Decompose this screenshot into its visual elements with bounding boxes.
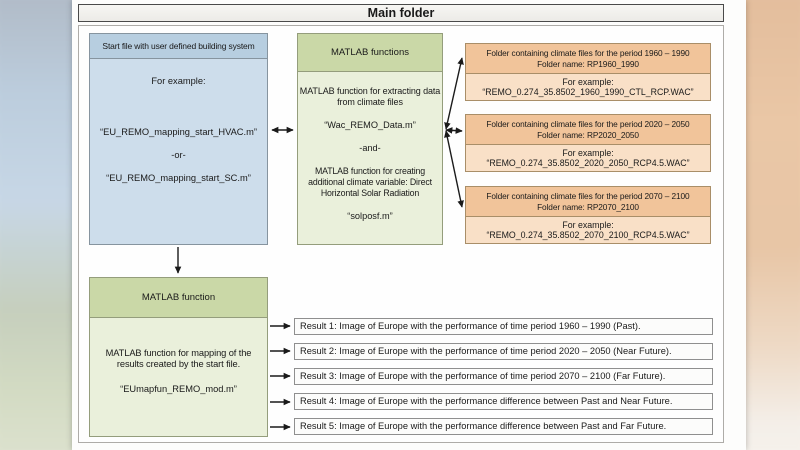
result-row-3: Result 3: Image of Europe with the perfo… [294, 368, 713, 385]
mapping-function-body: MATLAB function for mapping of the resul… [90, 318, 267, 436]
start-file-body: For example: “EU_REMO_mapping_start_HVAC… [90, 59, 267, 244]
result-row-4: Result 4: Image of Europe with the perfo… [294, 393, 713, 410]
climate-folder-body: For example: “REMO_0.274_35.8502_1960_19… [466, 74, 710, 100]
climate-file-example: “REMO_0.274_35.8502_2020_2050_RCP4.5.WAC… [486, 158, 690, 168]
main-folder-title-bar: Main folder [78, 4, 724, 22]
climate-folder-box-2070-2100: Folder containing climate files for the … [465, 186, 711, 244]
mapping-function-file: “EUmapfun_REMO_mod.m” [120, 384, 237, 394]
climate-folder-header: Folder containing climate files for the … [466, 115, 710, 145]
climate-file-example: “REMO_0.274_35.8502_1960_1990_CTL_RCP.WA… [482, 87, 694, 97]
climate-file-example: “REMO_0.274_35.8502_2070_2100_RCP4.5.WAC… [486, 230, 690, 240]
start-file-name-hvac: “EU_REMO_mapping_start_HVAC.m” [100, 127, 257, 137]
example-label: For example: [562, 76, 614, 87]
matlab-functions-box: MATLAB functions MATLAB function for ext… [297, 33, 443, 245]
matlab-functions-header: MATLAB functions [298, 34, 442, 72]
result-row-2: Result 2: Image of Europe with the perfo… [294, 343, 713, 360]
climate-folder-title: Folder containing climate files for the … [486, 191, 690, 201]
start-file-header-label: Start file with user defined building sy… [102, 40, 255, 51]
start-file-name-sc: “EU_REMO_mapping_start_SC.m” [106, 173, 251, 183]
mapping-function-header-label: MATLAB function [141, 292, 216, 303]
example-label: For example: [151, 76, 206, 86]
climate-folder-name: Folder name: RP2070_2100 [537, 201, 639, 212]
mapping-function-box: MATLAB function MATLAB function for mapp… [89, 277, 268, 437]
climate-folder-name: Folder name: RP2020_2050 [537, 129, 639, 140]
start-file-box: Start file with user defined building sy… [89, 33, 268, 245]
example-label: For example: [562, 147, 614, 158]
matlab-functions-header-label: MATLAB functions [331, 47, 409, 58]
climate-folder-box-2020-2050: Folder containing climate files for the … [465, 114, 711, 172]
create-function-file: “solposf.m” [347, 211, 393, 221]
climate-folder-name: Folder name: RP1960_1990 [537, 58, 639, 69]
climate-folder-title: Folder containing climate files for the … [486, 119, 690, 129]
extract-function-file: “Wac_REMO_Data.m” [324, 120, 416, 130]
example-label: For example: [562, 219, 614, 230]
mapping-function-desc: MATLAB function for mapping of the resul… [105, 348, 252, 369]
extract-function-desc: MATLAB function for extracting data from… [299, 86, 441, 107]
start-file-header: Start file with user defined building sy… [90, 34, 267, 59]
create-function-desc: MATLAB function for creating additional … [308, 166, 432, 198]
mapping-function-header: MATLAB function [90, 278, 267, 318]
climate-folder-header: Folder containing climate files for the … [466, 44, 710, 74]
page-title: Main folder [367, 6, 435, 20]
climate-folder-body: For example: “REMO_0.274_35.8502_2070_21… [466, 217, 710, 243]
matlab-functions-body: MATLAB function for extracting data from… [298, 72, 442, 244]
climate-folder-title: Folder containing climate files for the … [486, 48, 690, 58]
climate-folder-box-1960-1990: Folder containing climate files for the … [465, 43, 711, 101]
and-label: -and- [359, 143, 381, 153]
or-label: -or- [171, 150, 186, 160]
result-row-5: Result 5: Image of Europe with the perfo… [294, 418, 713, 435]
result-row-1: Result 1: Image of Europe with the perfo… [294, 318, 713, 335]
climate-folder-body: For example: “REMO_0.274_35.8502_2020_20… [466, 145, 710, 171]
climate-folder-header: Folder containing climate files for the … [466, 187, 710, 217]
